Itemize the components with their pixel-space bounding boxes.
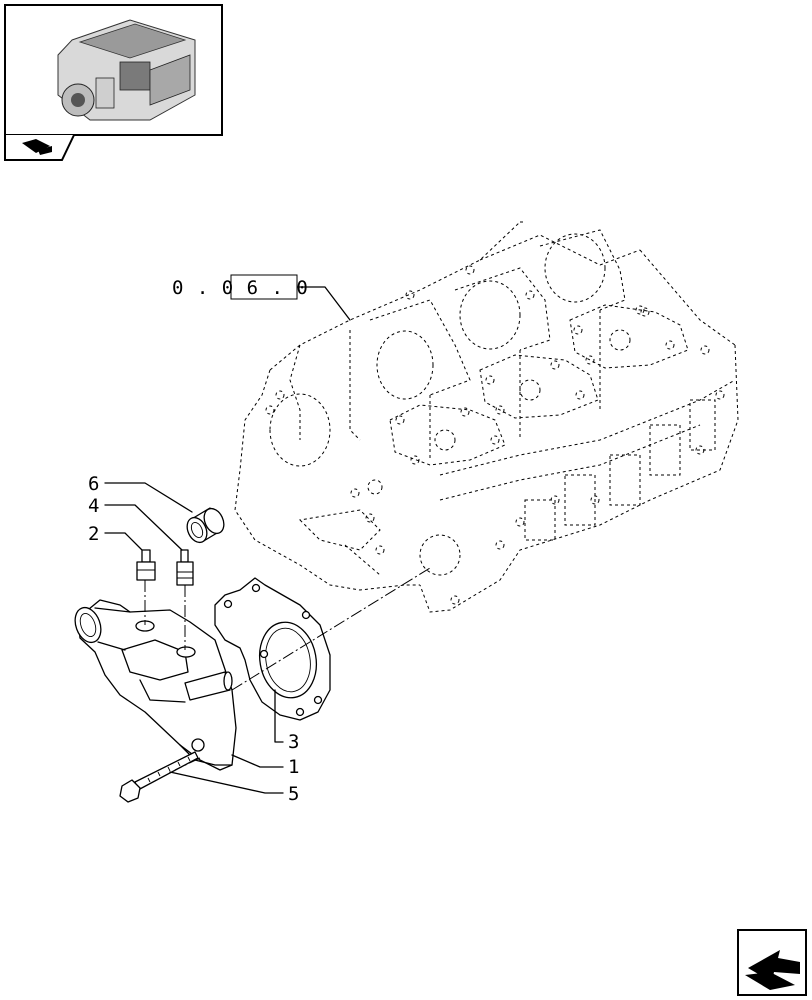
thermostat[interactable] <box>183 505 227 545</box>
assembly-lines <box>144 567 431 771</box>
engine-thumbnail[interactable] <box>4 4 223 136</box>
gasket[interactable] <box>214 577 331 721</box>
callout-1: 1 <box>288 756 299 778</box>
next-page-button[interactable] <box>737 929 807 996</box>
callout-leaders <box>104 286 351 794</box>
reference-link[interactable]: 0 . 0 6 . 0 <box>172 274 309 300</box>
callout-4: 4 <box>88 495 99 517</box>
engine-block-outline <box>234 221 739 613</box>
screw[interactable] <box>119 751 199 803</box>
thermostat-housing[interactable] <box>71 599 237 771</box>
fitting[interactable] <box>176 549 194 586</box>
callout-6: 6 <box>88 473 99 495</box>
callout-5: 5 <box>288 783 299 805</box>
reference-label: 0 . 0 6 . 0 <box>172 277 309 299</box>
section-tab[interactable] <box>4 134 75 161</box>
temperature-sensor[interactable] <box>136 549 156 581</box>
callout-3: 3 <box>288 731 299 753</box>
callout-2: 2 <box>88 523 99 545</box>
section-bookmark-icon <box>22 139 52 155</box>
engine-thumbnail-icon <box>57 19 196 121</box>
next-page-arrow-icon <box>745 950 800 990</box>
